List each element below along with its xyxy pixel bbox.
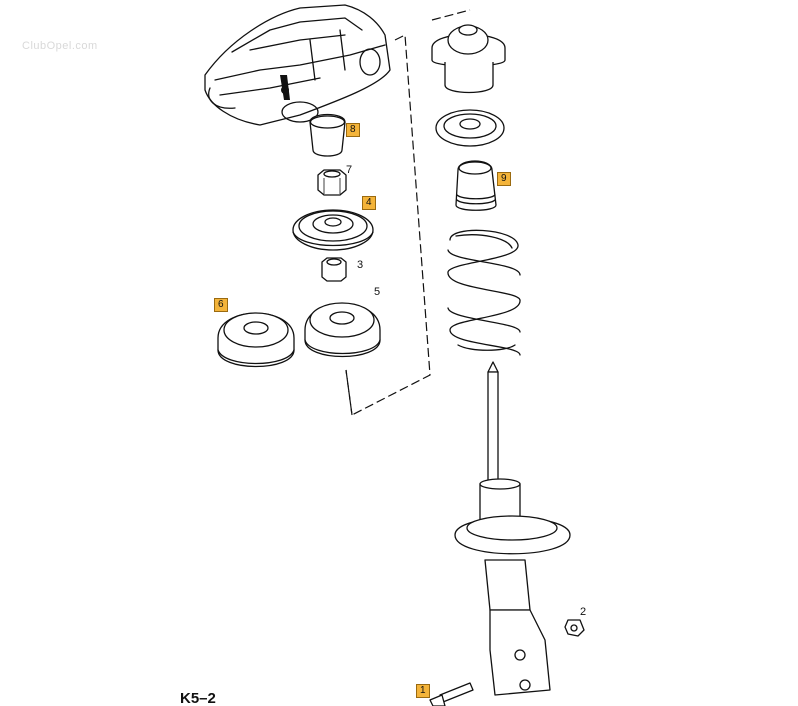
part-9-bump-stop <box>455 160 497 211</box>
diagram-code: K5–2 <box>180 690 216 706</box>
dashed-leader-bottom <box>345 369 353 416</box>
part-5-top-mount <box>304 302 381 358</box>
callout-5: 5 <box>374 286 381 298</box>
upper-mount-rubber <box>431 24 506 94</box>
part-3-nut <box>321 257 347 282</box>
part-7-nut <box>317 169 347 196</box>
callout-1: 1 <box>416 684 430 698</box>
spring-seat <box>435 109 505 147</box>
part-4-bearing-plate <box>292 209 374 251</box>
car-illustration <box>204 4 391 126</box>
watermark: ClubOpel.com <box>22 40 98 52</box>
part-8-cap <box>309 113 346 157</box>
coil-spring <box>447 229 521 356</box>
callout-8: 8 <box>346 123 360 137</box>
callout-4: 4 <box>362 196 376 210</box>
callout-6: 6 <box>214 298 228 312</box>
part-2-nut <box>564 619 585 637</box>
part-6-top-mount <box>217 312 295 368</box>
dashed-leader-right <box>431 9 471 21</box>
shock-absorber <box>454 361 571 696</box>
callout-2: 2 <box>580 606 587 618</box>
callout-7: 7 <box>346 164 353 176</box>
callout-9: 9 <box>497 172 511 186</box>
part-1-bolt <box>429 682 474 706</box>
callout-3: 3 <box>357 259 364 271</box>
dashed-leader-left <box>345 34 431 416</box>
